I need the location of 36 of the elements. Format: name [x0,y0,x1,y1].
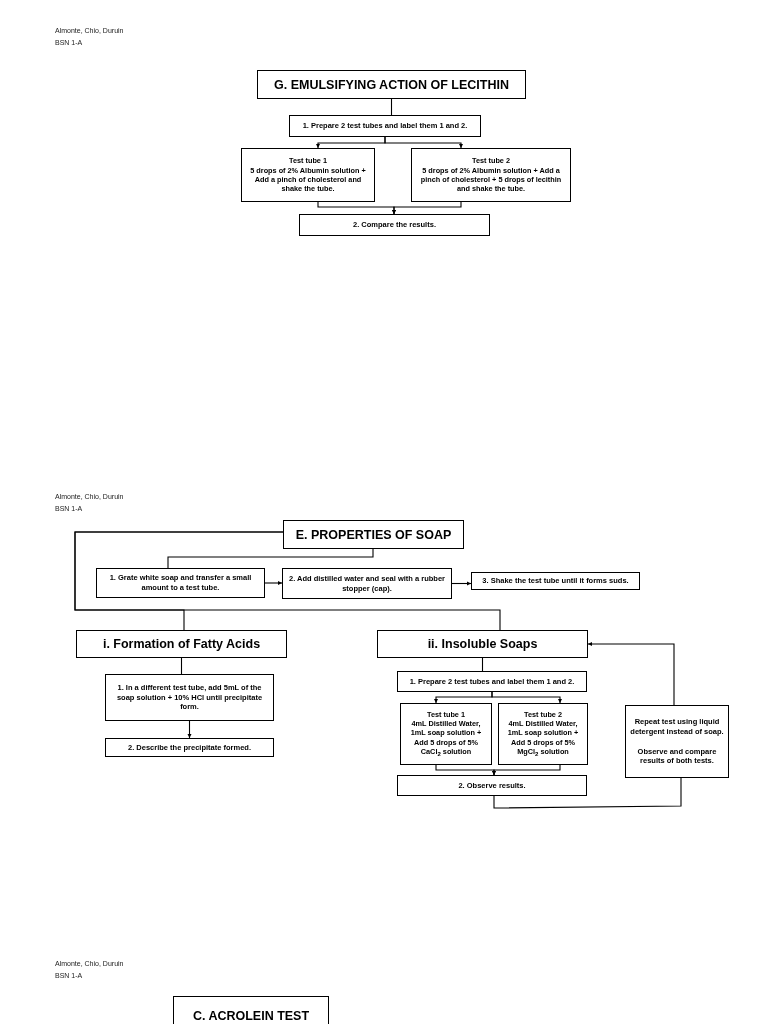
heading-text: C. ACROLEIN TEST [192,1008,310,1024]
heading-box [283,520,464,549]
heading-box [76,630,287,658]
step-box [289,115,481,137]
step-box [397,671,587,692]
test-tube-box [400,703,492,765]
step-box [299,214,490,236]
test-tube-box [498,703,588,765]
connector-line [493,777,682,809]
arrow [391,201,462,215]
arrow [451,581,472,586]
heading-text: E. PROPERTIES OF SOAP [295,526,452,543]
arrow [587,641,675,706]
arrow [187,720,192,739]
heading-text: i. Formation of Fatty Acids [102,636,261,652]
heading-box [173,996,329,1024]
connector-line [167,548,374,569]
connector-line [481,657,484,672]
connector-line [74,531,501,631]
test-tube-box [241,148,375,202]
heading-text: G. EMULSIFYING ACTION OF LECITHIN [274,76,509,93]
arrow [264,580,283,586]
heading-box [257,70,526,99]
arrow [384,136,464,149]
step-box [282,568,452,599]
arrow [491,764,561,776]
arrow [491,691,563,704]
step-box [471,572,640,590]
test-tube-box [411,148,571,202]
step-box [105,738,274,757]
step-box [105,674,274,721]
step-box [397,775,587,796]
heading-text: ii. Insoluble Soaps [427,636,538,652]
step-box [96,568,265,598]
note-box [625,705,729,778]
heading-box [377,630,588,658]
